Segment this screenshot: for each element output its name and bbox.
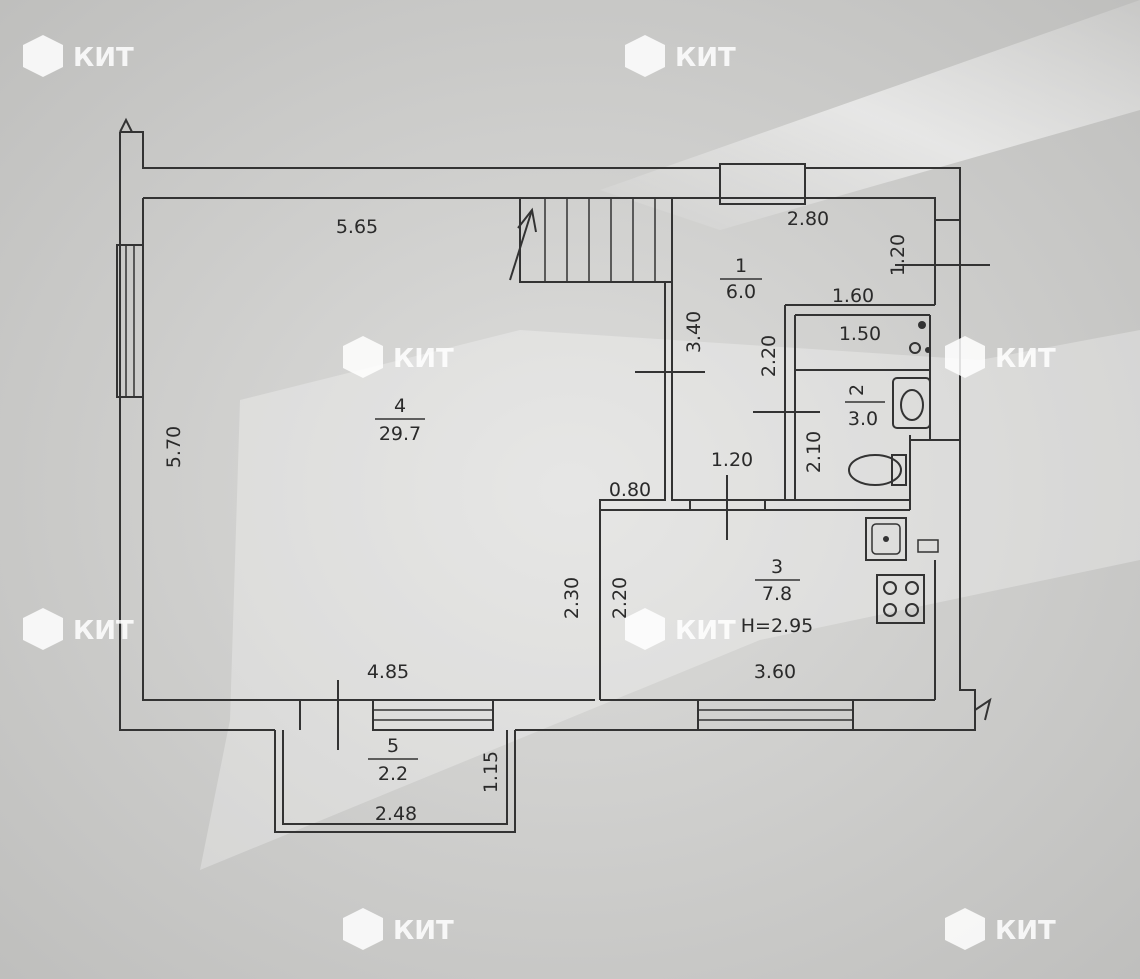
washbasin-icon bbox=[892, 377, 931, 429]
room-label-2: 2 3.0 bbox=[845, 384, 885, 430]
dim-right-top: 1.20 bbox=[887, 234, 909, 276]
room-area: 2.2 bbox=[378, 763, 408, 785]
ceiling-height: H=2.95 bbox=[741, 615, 814, 637]
dim-living-right: 2.30 bbox=[561, 577, 583, 619]
dim-top-right: 2.80 bbox=[787, 208, 829, 230]
interior-walls bbox=[520, 281, 960, 700]
watermark: КИТ bbox=[343, 908, 454, 950]
watermark: КИТ bbox=[625, 608, 736, 650]
dim-kitchen-left: 2.20 bbox=[609, 577, 631, 619]
kit-logo-icon bbox=[343, 908, 383, 950]
sink-icon bbox=[865, 517, 939, 561]
watermark: КИТ bbox=[945, 908, 1056, 950]
kit-logo-icon bbox=[343, 336, 383, 378]
sunlight-streak-top bbox=[600, 0, 1140, 230]
kit-logo-icon bbox=[945, 336, 985, 378]
dim-step: 0.80 bbox=[609, 479, 651, 501]
dim-wc-height: 2.10 bbox=[803, 431, 825, 473]
watermark-text: КИТ bbox=[995, 916, 1056, 946]
watermark: КИТ bbox=[343, 336, 454, 378]
watermarks: КИТ КИТ КИТ КИТ КИТ КИТ КИТ КИТ bbox=[23, 35, 1056, 950]
dim-top-left: 5.65 bbox=[336, 216, 378, 238]
room-area: 6.0 bbox=[726, 281, 756, 303]
room-label-5: 5 2.2 bbox=[368, 735, 418, 785]
toilet-icon bbox=[848, 454, 907, 486]
dim-bath-inner: 1.50 bbox=[839, 323, 881, 345]
bottom-windows bbox=[299, 699, 854, 731]
watermark: КИТ bbox=[625, 35, 736, 77]
bathtub-icon bbox=[909, 321, 931, 354]
dim-bottom-right: 3.60 bbox=[754, 661, 796, 683]
room-number: 5 bbox=[387, 735, 399, 757]
dimension-lines bbox=[337, 264, 990, 750]
watermark: КИТ bbox=[945, 336, 1056, 378]
kit-logo-icon bbox=[945, 908, 985, 950]
top-window bbox=[719, 163, 806, 205]
kit-logo-icon bbox=[625, 608, 665, 650]
room-area: 7.8 bbox=[762, 583, 792, 605]
room-area: 29.7 bbox=[379, 423, 421, 445]
watermark-text: КИТ bbox=[675, 43, 736, 73]
watermark-text: КИТ bbox=[73, 616, 134, 646]
watermark-text: КИТ bbox=[675, 616, 736, 646]
dim-bath-height: 2.20 bbox=[758, 335, 780, 377]
room-label-3: 3 7.8 H=2.95 bbox=[741, 556, 814, 637]
kit-logo-icon bbox=[23, 608, 63, 650]
kit-logo-icon bbox=[23, 35, 63, 77]
room-number: 4 bbox=[394, 395, 406, 417]
room-number: 3 bbox=[771, 556, 783, 578]
left-window bbox=[116, 244, 144, 398]
watermark: КИТ bbox=[23, 608, 134, 650]
dim-hall-wall: 3.40 bbox=[683, 311, 705, 353]
dim-bath-width: 1.60 bbox=[832, 285, 874, 307]
room-area: 3.0 bbox=[848, 408, 878, 430]
stove-icon bbox=[876, 574, 925, 624]
kit-logo-icon bbox=[625, 35, 665, 77]
dim-bottom-left: 4.85 bbox=[367, 661, 409, 683]
dim-hall-door: 1.20 bbox=[711, 449, 753, 471]
watermark-text: КИТ bbox=[393, 344, 454, 374]
dim-balcony-depth: 1.15 bbox=[480, 751, 502, 793]
balcony bbox=[274, 730, 516, 833]
room-number: 1 bbox=[735, 255, 747, 277]
watermark-text: КИТ bbox=[995, 344, 1056, 374]
room-label-1: 1 6.0 bbox=[720, 255, 762, 303]
room-number: 2 bbox=[846, 384, 868, 396]
watermark-text: КИТ bbox=[73, 43, 134, 73]
dimension-labels: 5.65 2.80 1.20 3.40 1.60 1.50 2.20 2.10 … bbox=[163, 208, 909, 825]
dim-left: 5.70 bbox=[163, 426, 185, 468]
watermark: КИТ bbox=[23, 35, 134, 77]
dim-balcony-width: 2.48 bbox=[375, 803, 417, 825]
watermark-text: КИТ bbox=[393, 916, 454, 946]
room-label-4: 4 29.7 bbox=[375, 395, 425, 445]
